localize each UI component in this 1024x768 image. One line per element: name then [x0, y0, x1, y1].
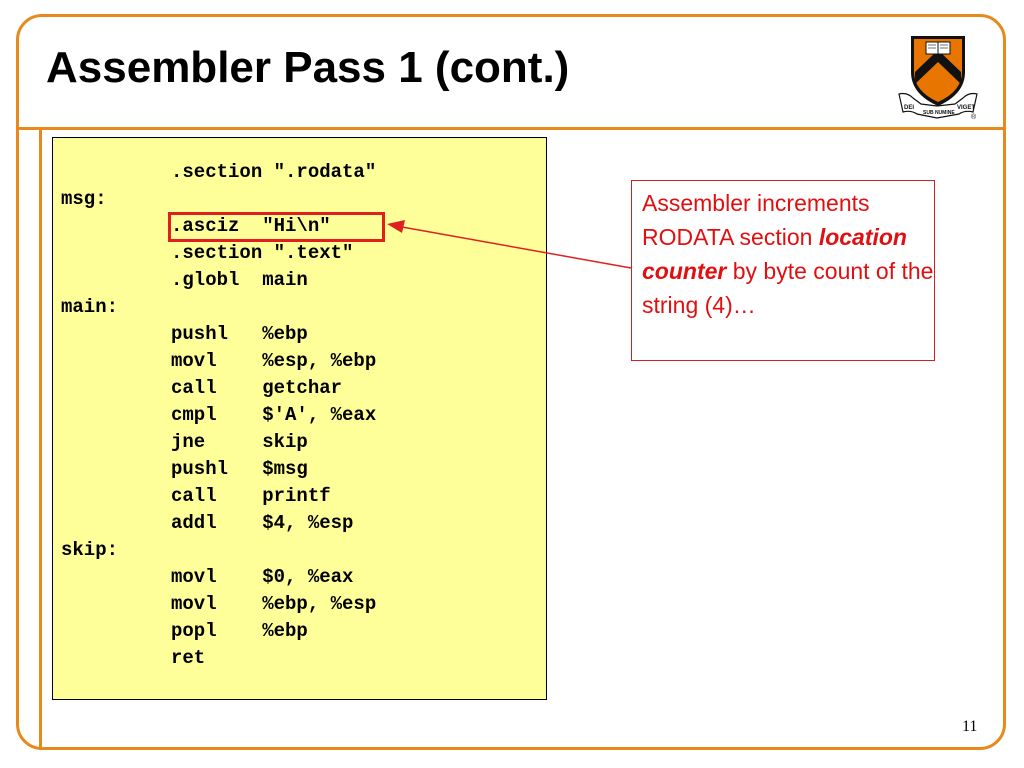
code-line: cmpl $'A', %eax [171, 404, 377, 426]
page-number: 11 [962, 718, 978, 735]
code-line: .section ".text" [171, 242, 354, 264]
slide-frame [16, 14, 1006, 750]
logo-registered: ® [971, 113, 977, 120]
callout-emphasis: location counter [642, 224, 907, 284]
code-line: main: [61, 296, 119, 318]
code-line: pushl $msg [171, 458, 308, 480]
title-divider [16, 127, 1006, 130]
highlight-box [168, 212, 385, 242]
code-line: movl $0, %eax [171, 566, 354, 588]
code-line: addl $4, %esp [171, 512, 354, 534]
left-rule [39, 127, 42, 750]
code-line: msg: [61, 188, 107, 210]
callout-text: Assembler increments RODATA section [642, 190, 870, 250]
princeton-shield-icon: DEI SUB NUMINE VIGET ® [898, 36, 978, 120]
code-line: call getchar [171, 377, 343, 399]
code-line: .globl main [171, 269, 308, 291]
code-line: movl %esp, %ebp [171, 350, 377, 372]
callout-box: Assembler increments RODATA section loca… [631, 180, 935, 361]
code-line: popl %ebp [171, 620, 308, 642]
slide-title: Assembler Pass 1 (cont.) [46, 43, 570, 92]
logo-motto-left: DEI [904, 105, 914, 111]
code-line: ret [171, 647, 206, 669]
logo-motto-center: SUB NUMINE [923, 110, 955, 116]
code-line: .section ".rodata" [171, 161, 377, 183]
code-line: call printf [171, 485, 331, 507]
callout-text-end: by byte count of the string (4)… [642, 258, 934, 318]
code-line-highlighted: .asciz "Hi\n" [171, 215, 331, 237]
logo-motto-right: VIGET [957, 105, 975, 111]
code-line: jne skip [171, 431, 308, 453]
code-line: movl %ebp, %esp [171, 593, 377, 615]
code-line: skip: [61, 539, 119, 561]
code-line: pushl %ebp [171, 323, 308, 345]
